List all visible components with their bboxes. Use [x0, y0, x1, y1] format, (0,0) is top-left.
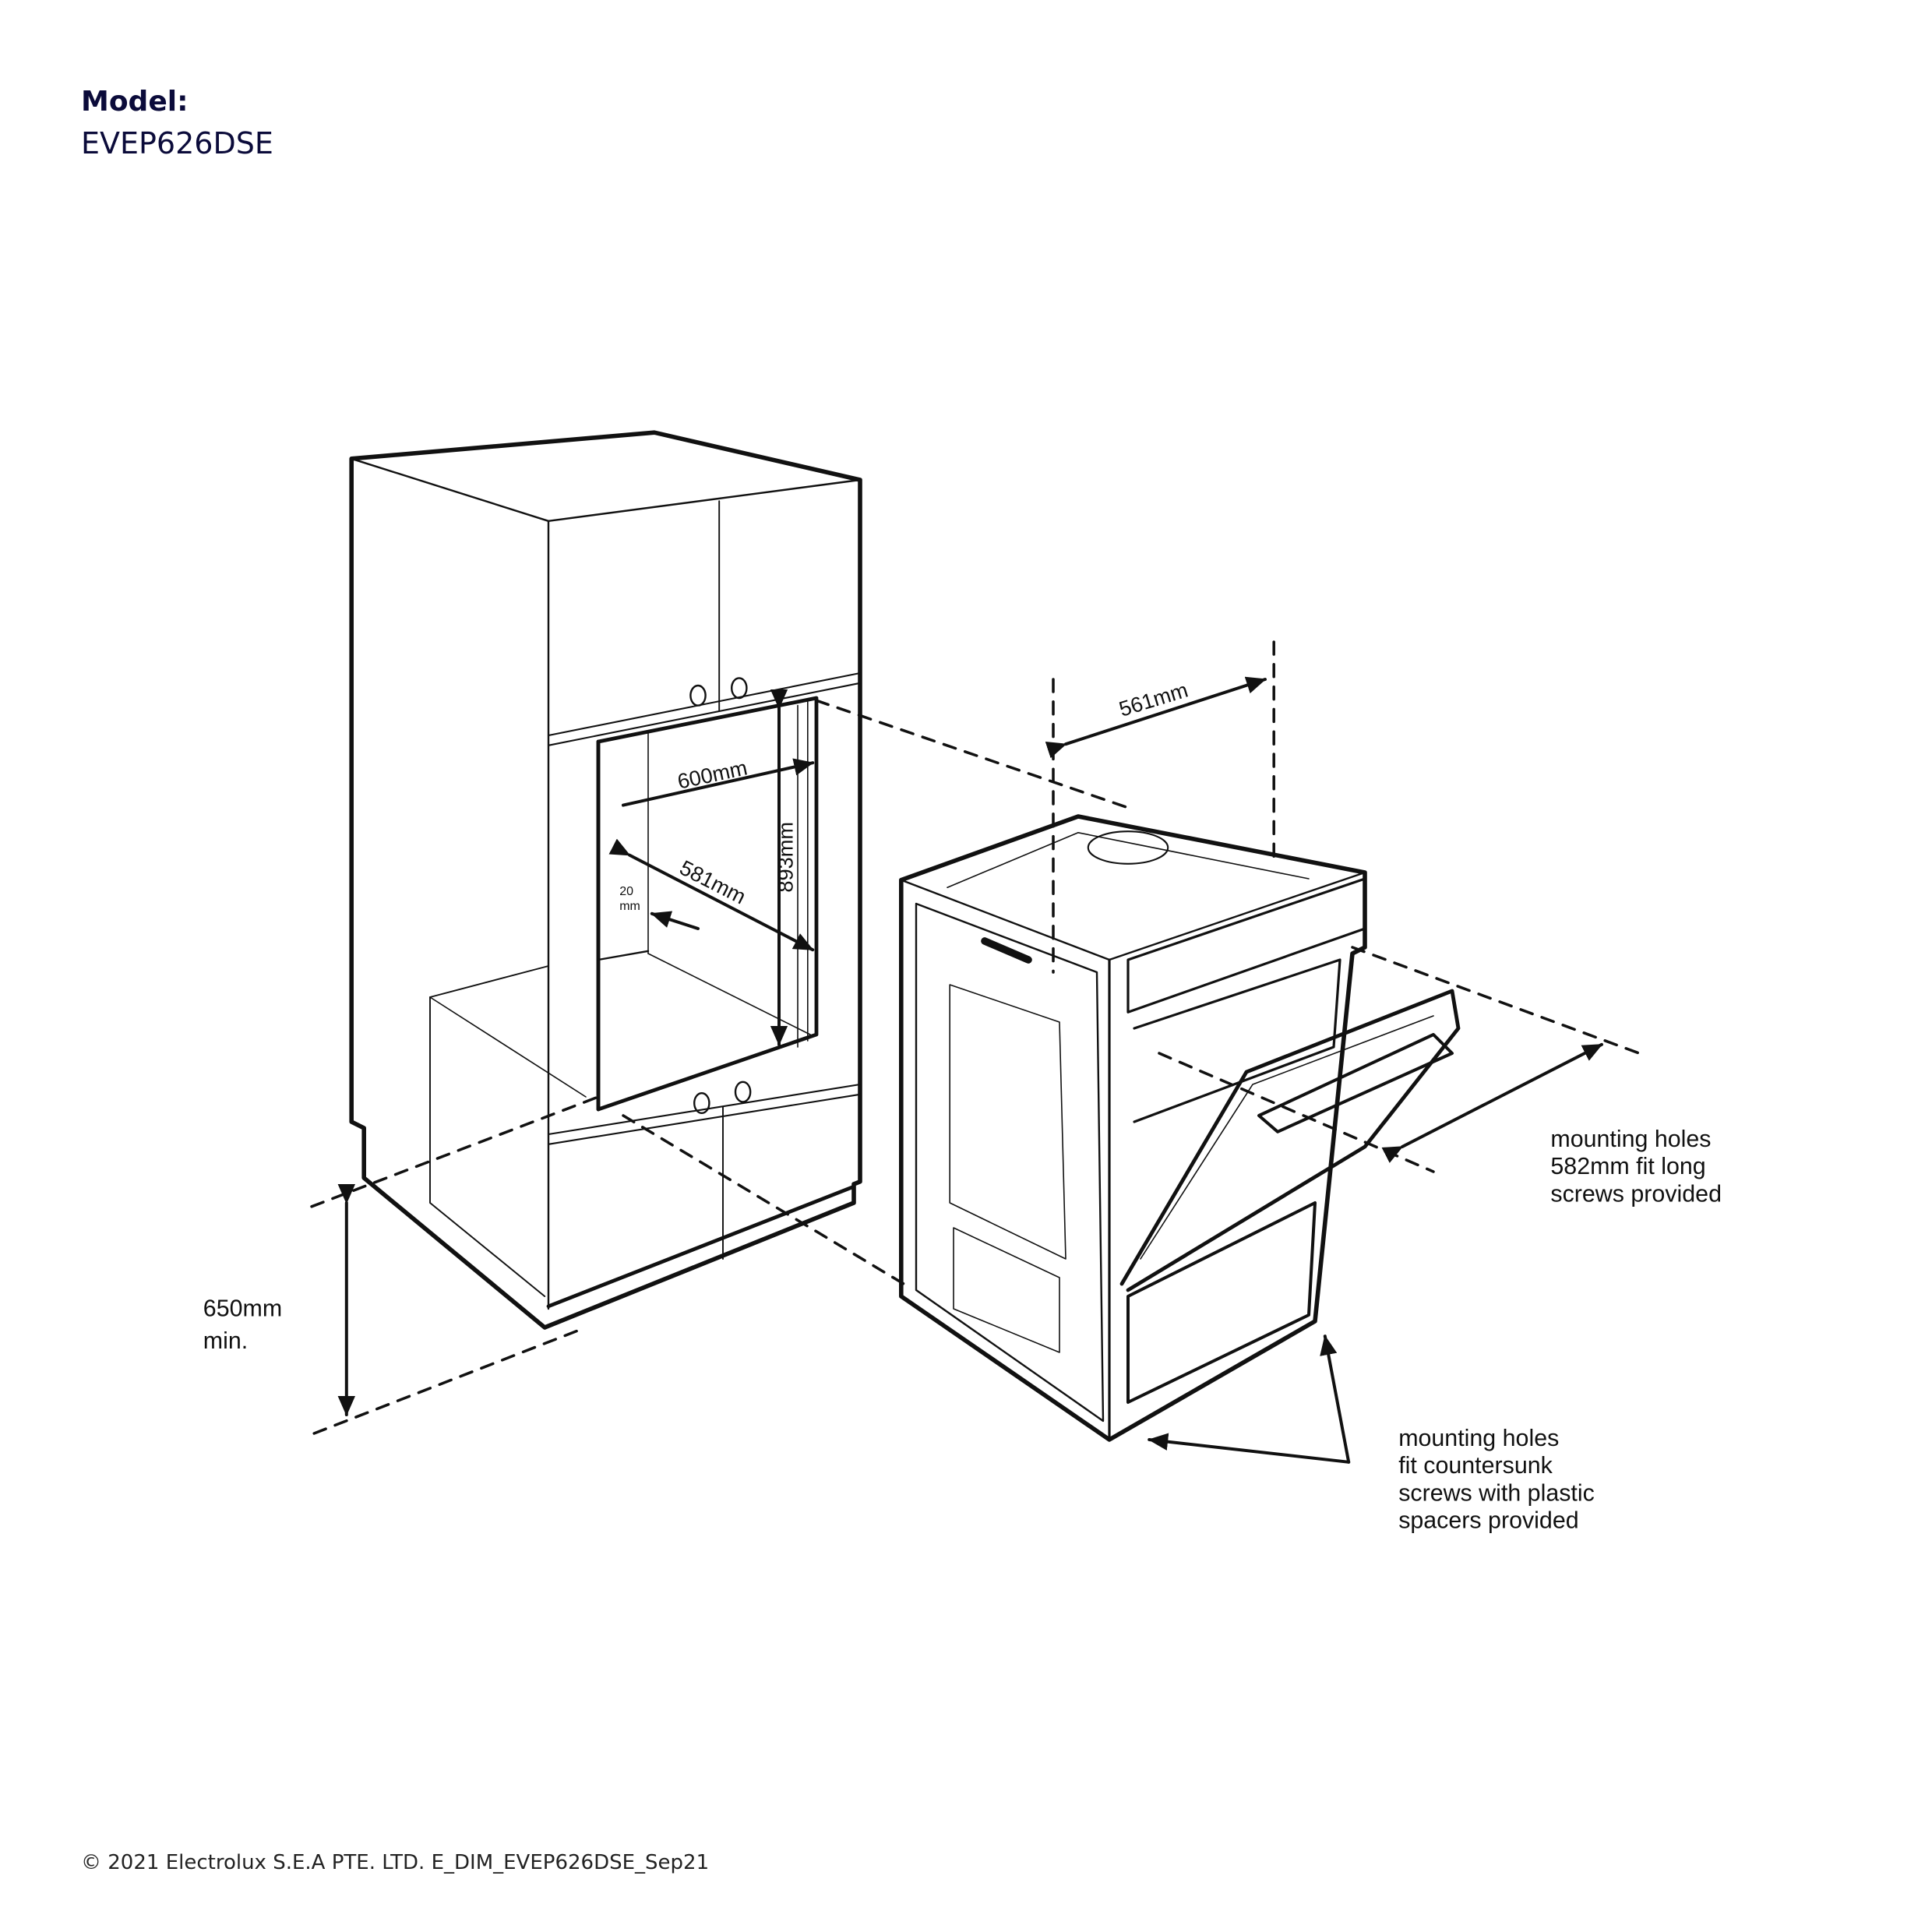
cabinet-knob [693, 1092, 710, 1114]
dim-niche-height: 893mm [774, 822, 798, 893]
note-line: screws provided [1550, 1180, 1722, 1207]
copyright-footer: © 2021 Electrolux S.E.A PTE. LTD. E_DIM_… [81, 1851, 710, 1874]
cabinet-knob [689, 684, 707, 707]
dim-floor-height-min: min. [203, 1327, 248, 1354]
note-line: screws with plastic [1398, 1479, 1595, 1506]
model-value: EVEP626DSE [81, 126, 273, 160]
note-line: spacers provided [1398, 1507, 1578, 1534]
dim-niche-depth: 581mm [676, 855, 750, 909]
note-line: mounting holes [1550, 1126, 1711, 1152]
note-countersunk: mounting holes fit countersunk screws wi… [1398, 1425, 1595, 1534]
cabinet-knob [734, 1081, 752, 1103]
note-line: fit countersunk [1398, 1452, 1553, 1479]
dim-gap-unit: mm [619, 900, 640, 913]
model-label: Model: [81, 86, 189, 118]
note-line: 582mm fit long [1550, 1153, 1705, 1179]
cabinet-knob [731, 677, 748, 700]
dimension-arrows [337, 676, 1603, 1464]
note-line: mounting holes [1398, 1425, 1559, 1451]
dim-floor-height: 650mm [203, 1296, 282, 1322]
tall-cabinet [349, 430, 862, 1330]
dim-gap-value: 20 [619, 885, 633, 898]
oven [899, 814, 1461, 1442]
guide-lines [310, 640, 1641, 1435]
dim-niche-width: 600mm [675, 755, 749, 793]
note-long-screws: mounting holes 582mm fit long screws pro… [1550, 1126, 1722, 1207]
